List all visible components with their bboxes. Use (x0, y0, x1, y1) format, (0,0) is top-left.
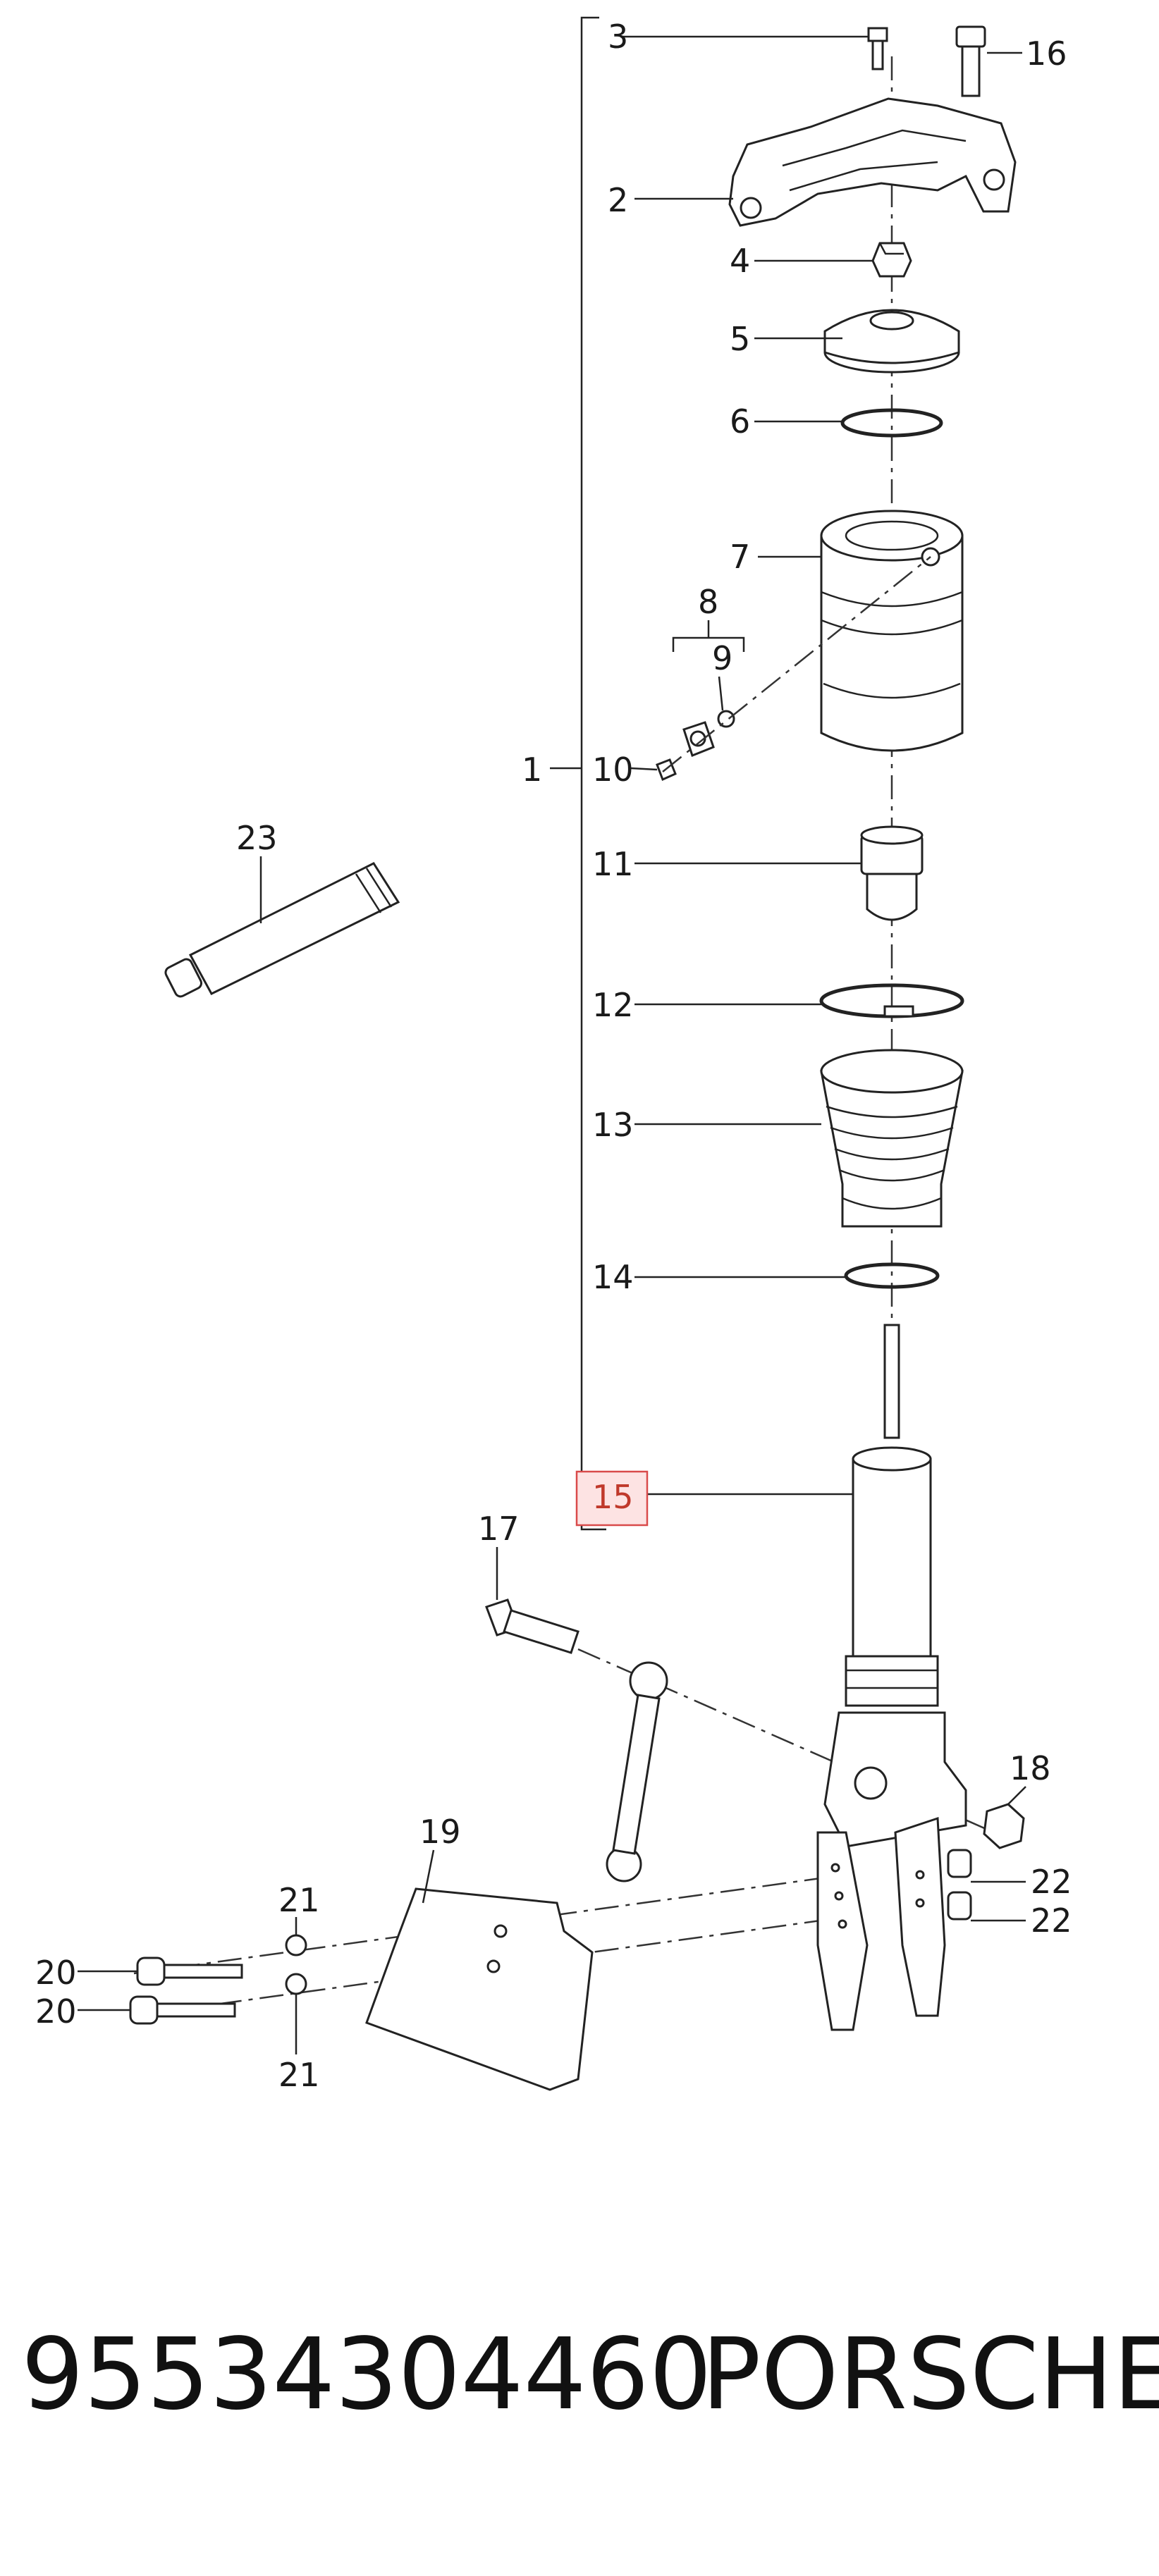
callout-21-a: 21 (278, 1881, 320, 1919)
part-9-seal-ring (717, 710, 735, 728)
callout-8: 8 (698, 583, 718, 621)
part-3-bolt (867, 27, 888, 70)
callout-12: 12 (592, 986, 634, 1024)
part-13-bellows (820, 1049, 964, 1228)
part-20-screw-a (136, 1956, 243, 1986)
callout-15: 15 (592, 1478, 634, 1516)
callout-1: 1 (522, 751, 542, 789)
highlight-box-15 (575, 1470, 649, 1527)
part-12-clamp-ring (819, 983, 964, 1018)
part-16-bolt (955, 25, 986, 97)
stabilizer-link (606, 1661, 668, 1882)
callout-11: 11 (592, 845, 634, 883)
callout-14: 14 (592, 1258, 634, 1296)
callout-4: 4 (730, 242, 750, 280)
callout-21-b: 21 (278, 2056, 320, 2094)
leader-lines (78, 35, 1026, 2054)
exploded-parts-diagram: 1 2 3 4 5 6 7 8 9 10 11 12 13 14 15 16 1… (35, 16, 1072, 2094)
part-number-caption: 95534304460 (21, 2317, 712, 2432)
part-17-bolt (485, 1598, 580, 1654)
brand-caption: PORSCHE (701, 2317, 1159, 2432)
callout-20-b: 20 (35, 1992, 77, 2030)
part-21-washer-b (285, 1973, 307, 1995)
callout-18: 18 (1010, 1749, 1051, 1787)
part-7-air-spring (820, 510, 964, 752)
callout-7: 7 (730, 538, 750, 576)
callout-17: 17 (478, 1510, 520, 1548)
callout-5: 5 (730, 320, 750, 358)
callout-23: 23 (236, 819, 278, 857)
callout-3: 3 (608, 18, 628, 56)
callout-6: 6 (730, 402, 750, 440)
callout-20-a: 20 (35, 1954, 77, 1992)
callout-13: 13 (592, 1106, 634, 1144)
part-20-screw-b (129, 1995, 236, 2025)
callout-22-a: 22 (1031, 1863, 1072, 1901)
part-15-shock-absorber (816, 1324, 967, 2031)
part-21-washer-a (285, 1934, 307, 1956)
part-5-mount-cap (823, 309, 960, 374)
part-19-shield (365, 1887, 594, 2091)
assembly-bracket (580, 16, 606, 1531)
part-11-bump-stop (860, 825, 924, 921)
part-18-nut (983, 1803, 1025, 1849)
part-6-o-ring (840, 408, 943, 438)
part-23-grease-tube (164, 862, 400, 998)
valve-axis (662, 556, 931, 772)
part-2-top-mount (728, 97, 1017, 227)
part-8-bracket (672, 636, 745, 652)
callout-10: 10 (592, 751, 634, 789)
callout-16: 16 (1026, 35, 1067, 73)
callout-2: 2 (608, 181, 628, 219)
part-4-nut (871, 242, 912, 278)
part-22-nut-a (947, 1849, 972, 1878)
callout-labels: 1 2 3 4 5 6 7 8 9 10 11 12 13 14 15 16 1… (35, 18, 1072, 2094)
part-14-o-ring (844, 1262, 940, 1289)
part-22-nut-b (947, 1891, 972, 1921)
callout-22-b: 22 (1031, 1902, 1072, 1940)
callout-19: 19 (419, 1813, 461, 1851)
callout-9: 9 (712, 639, 732, 677)
